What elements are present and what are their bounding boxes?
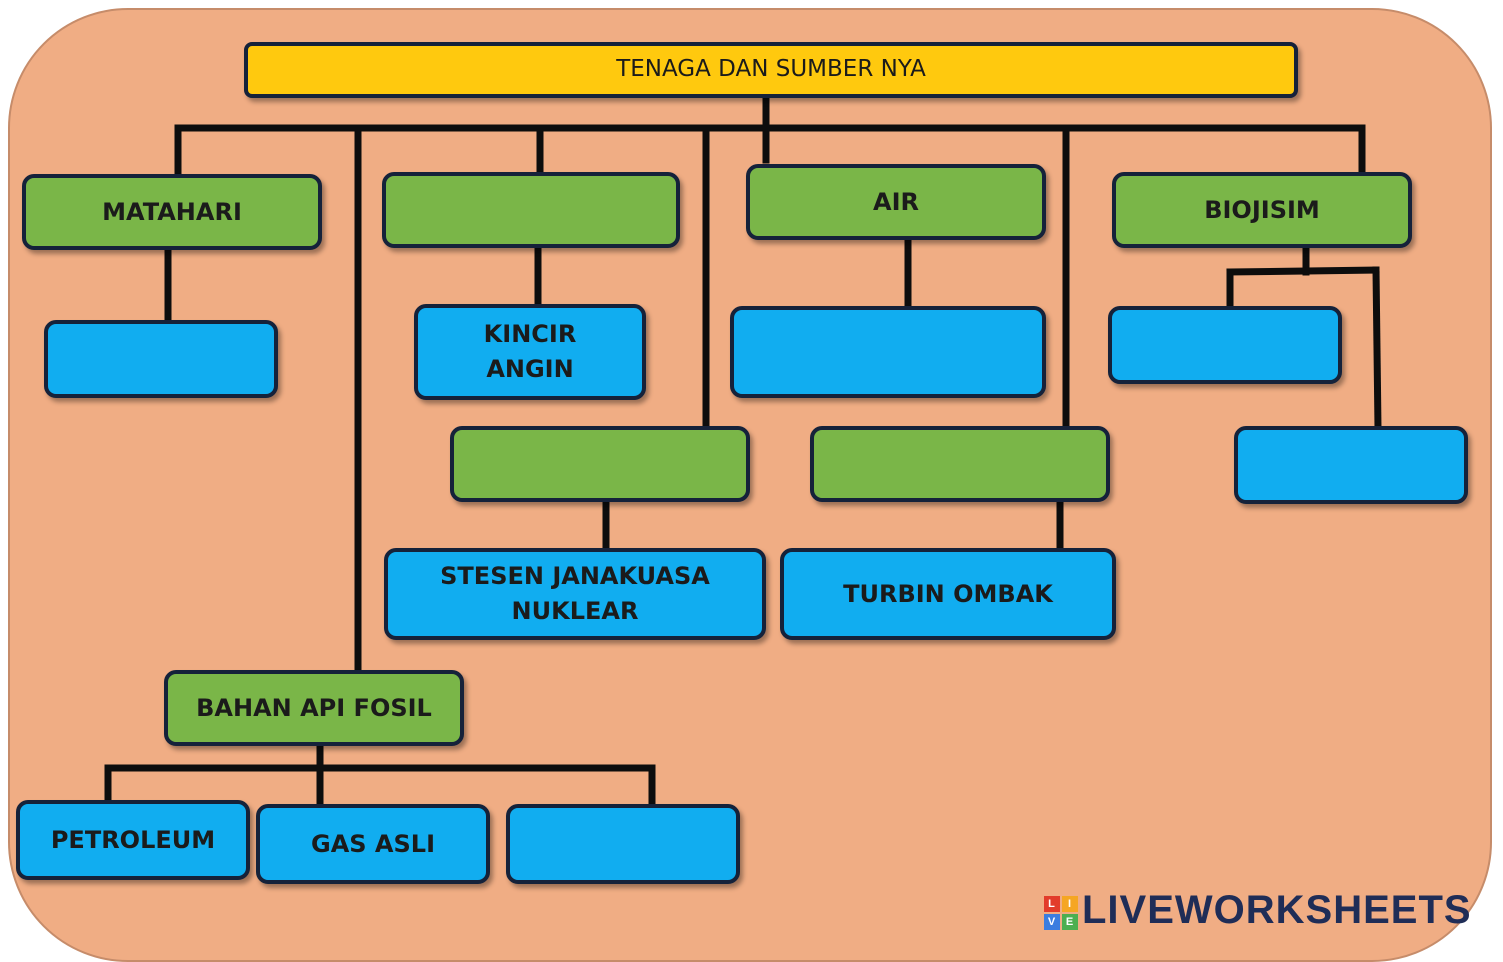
use-kincir-angin: KINCIR ANGIN: [414, 304, 646, 400]
source-blank-ombak[interactable]: [810, 426, 1110, 502]
use-stesen-janakuasa-nuklear: STESEN JANAKUASA NUKLEAR: [384, 548, 766, 640]
use-gas-asli: GAS ASLI: [256, 804, 490, 884]
stesen-line-1: STESEN JANAKUASA: [440, 562, 710, 591]
watermark-text: LIVEWORKSHEETS: [1082, 888, 1472, 930]
stesen-line-2: NUKLEAR: [511, 597, 639, 625]
source-biojisim: BIOJISIM: [1112, 172, 1412, 248]
diagram-title: TENAGA DAN SUMBER NYA: [244, 42, 1298, 98]
logo-letter-e: E: [1062, 914, 1078, 930]
source-blank-angin[interactable]: [382, 172, 680, 248]
source-matahari: MATAHARI: [22, 174, 322, 250]
logo-letter-v: V: [1044, 914, 1060, 930]
liveworksheets-watermark: L I V E LIVEWORKSHEETS: [1044, 888, 1472, 930]
answer-blank-fosil-3[interactable]: [506, 804, 740, 884]
answer-blank-matahari[interactable]: [44, 320, 278, 398]
use-petroleum: PETROLEUM: [16, 800, 250, 880]
source-air: AIR: [746, 164, 1046, 240]
answer-blank-biojisim-1[interactable]: [1108, 306, 1342, 384]
source-blank-nuklear[interactable]: [450, 426, 750, 502]
liveworksheets-logo-icon: L I V E: [1044, 896, 1078, 930]
logo-letter-l: L: [1044, 896, 1060, 912]
kincir-line-2: ANGIN: [486, 355, 574, 383]
logo-letter-i: I: [1062, 896, 1078, 912]
kincir-line-1: KINCIR: [483, 320, 577, 349]
use-turbin-ombak: TURBIN OMBAK: [780, 548, 1116, 640]
answer-blank-air[interactable]: [730, 306, 1046, 398]
connector-lines: [104, 92, 1382, 810]
source-bahan-api-fosil: BAHAN API FOSIL: [164, 670, 464, 746]
answer-blank-biojisim-2[interactable]: [1234, 426, 1468, 504]
